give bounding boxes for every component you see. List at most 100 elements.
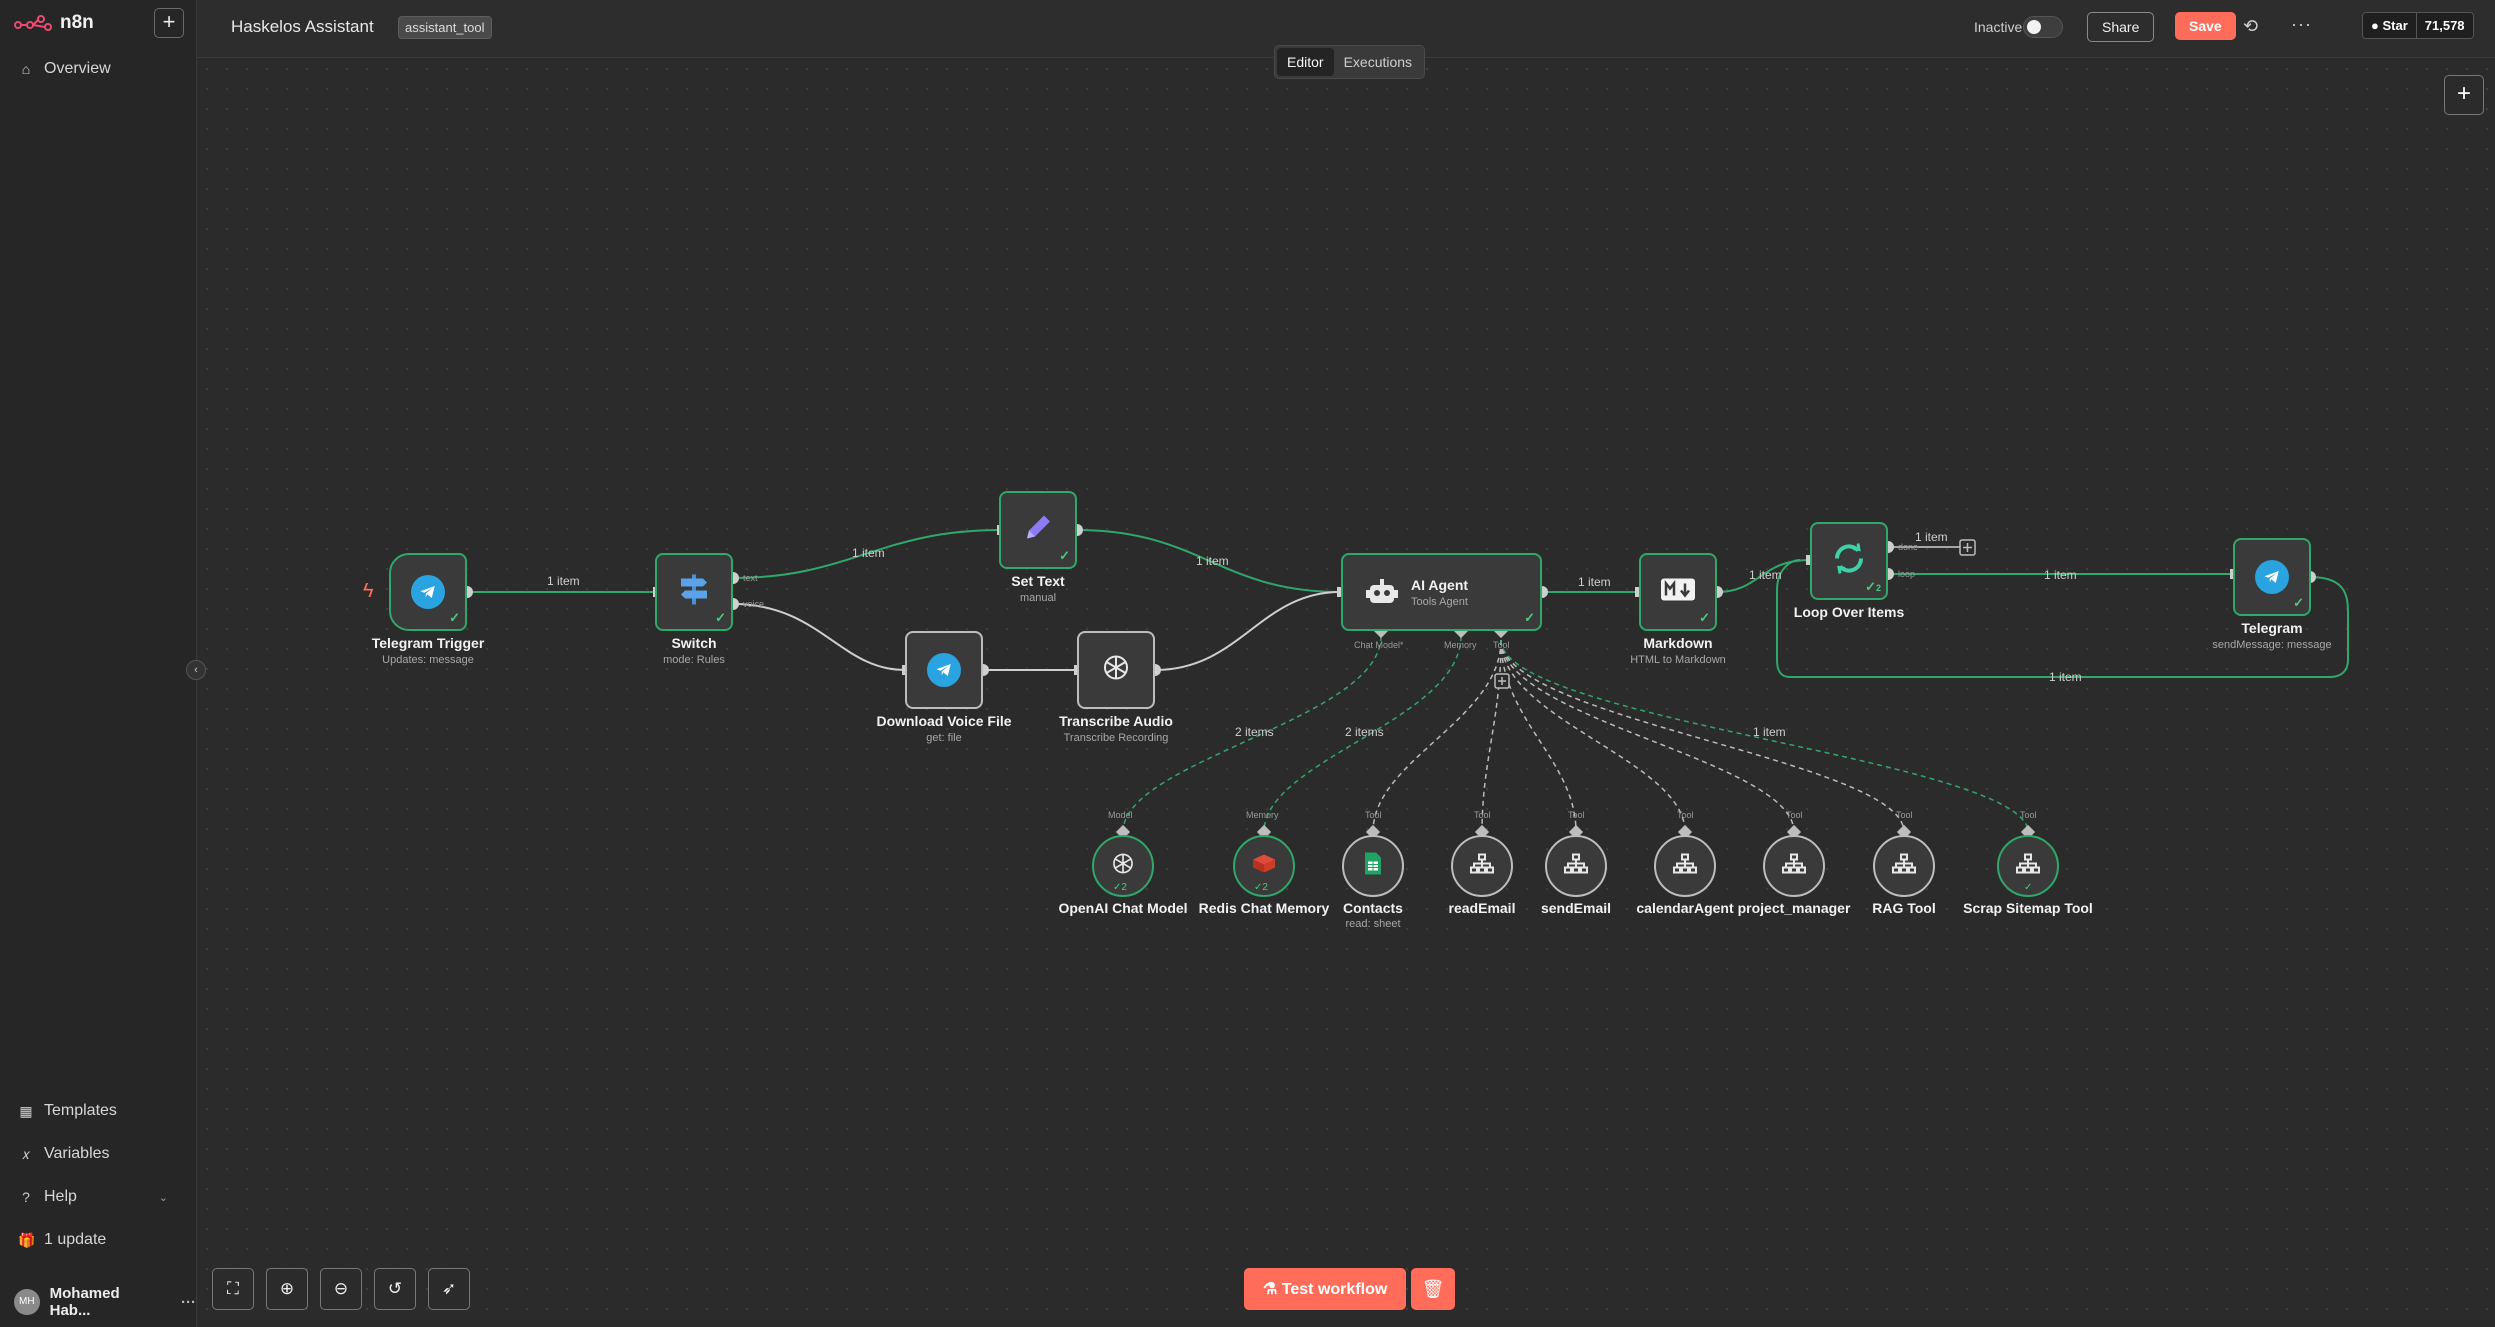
github-star-button[interactable]: ● Star 71,578 — [2362, 12, 2474, 39]
node-title: Transcribe Audio — [1059, 713, 1173, 729]
openai-icon — [1109, 850, 1137, 883]
zoom-in-icon[interactable]: ⊕ — [266, 1268, 308, 1310]
node-read-email[interactable] — [1451, 835, 1513, 897]
add-node-button[interactable]: + — [2444, 75, 2484, 115]
sidebar-item-label: Variables — [44, 1145, 110, 1162]
workflow-canvas[interactable] — [197, 59, 2495, 1327]
node-openai-chat-model[interactable]: ✓2 — [1092, 835, 1154, 897]
save-button[interactable]: Save — [2175, 12, 2236, 40]
sheets-icon — [1364, 852, 1382, 881]
workflow-name[interactable]: Haskelos Assistant — [231, 17, 374, 36]
app-name: n8n — [60, 12, 94, 33]
create-button[interactable]: + — [154, 8, 184, 38]
node-telegram-trigger[interactable]: ✓ — [389, 553, 467, 631]
node-markdown[interactable]: ✓ — [1639, 553, 1717, 631]
node-title: sendEmail — [1540, 900, 1612, 916]
port-label: Tool — [1896, 810, 1913, 820]
node-telegram[interactable]: ✓ — [2233, 538, 2311, 616]
workflow-tool-icon — [2016, 853, 2040, 879]
node-rag-tool[interactable] — [1873, 835, 1935, 897]
success-check-icon: ✓ — [1059, 548, 1070, 563]
active-toggle[interactable] — [2023, 16, 2063, 38]
zoom-out-icon[interactable]: ⊖ — [320, 1268, 362, 1310]
more-icon[interactable]: ··· — [181, 1293, 196, 1311]
tab-executions[interactable]: Executions — [1343, 54, 1413, 70]
node-subtitle: HTML to Markdown — [1630, 654, 1726, 666]
node-scrap-sitemap-tool[interactable]: ✓ — [1997, 835, 2059, 897]
delete-icon[interactable]: 🗑 — [1411, 1268, 1455, 1310]
success-check-icon: ✓ — [715, 610, 726, 625]
node-project-manager[interactable] — [1763, 835, 1825, 897]
edge-label: 2 items — [1345, 725, 1384, 739]
telegram-icon — [411, 575, 445, 609]
node-loop-over-items[interactable]: ✓2 — [1810, 522, 1888, 600]
node-set-text[interactable]: ✓ — [999, 491, 1077, 569]
sidebar-item-templates[interactable]: ▦ Templates — [18, 1102, 117, 1120]
node-title: Redis Chat Memory — [1198, 900, 1330, 916]
collapse-sidebar-icon[interactable]: ‹ — [186, 660, 206, 680]
success-check-icon: ✓ — [2293, 595, 2304, 610]
more-options-icon[interactable]: ··· — [2291, 14, 2312, 34]
sidebar: n8n + ⌂ Overview ▦ Templates 𝑥 Variables… — [0, 0, 197, 1327]
port-label: Tool — [2020, 810, 2037, 820]
node-download-voice-file[interactable] — [905, 631, 983, 709]
node-title: Set Text — [1011, 573, 1065, 589]
node-contacts[interactable] — [1342, 835, 1404, 897]
avatar: MH — [14, 1289, 40, 1315]
user-menu[interactable]: MH Mohamed Hab... ··· — [14, 1285, 196, 1319]
port-label: Model — [1108, 810, 1133, 820]
edge-label: 1 item — [1578, 575, 1611, 589]
node-title: calendarAgent — [1636, 900, 1734, 916]
switch-icon — [677, 573, 711, 612]
reset-zoom-icon[interactable]: ↺ — [374, 1268, 416, 1310]
openai-icon — [1099, 651, 1133, 690]
node-switch[interactable]: ✓ — [655, 553, 733, 631]
workflow-tag[interactable]: assistant_tool — [398, 16, 492, 39]
edge-label: 1 item — [1196, 554, 1229, 568]
sidebar-item-label: Templates — [44, 1102, 117, 1119]
port-label: Tool — [1493, 640, 1510, 650]
history-icon[interactable]: ⟲ — [2243, 16, 2259, 36]
sidebar-item-overview[interactable]: ⌂ Overview — [18, 60, 111, 78]
node-title: Contacts — [1343, 900, 1403, 916]
n8n-logo-icon — [14, 15, 52, 31]
node-transcribe-audio[interactable] — [1077, 631, 1155, 709]
share-button[interactable]: Share — [2087, 12, 2155, 42]
node-title: Download Voice File — [876, 713, 1012, 729]
workflow-tool-icon — [1892, 853, 1916, 879]
sidebar-item-variables[interactable]: 𝑥 Variables — [18, 1145, 110, 1163]
port-label: Tool — [1365, 810, 1382, 820]
tidy-up-icon[interactable]: ➶ — [428, 1268, 470, 1310]
github-icon: ● — [2371, 18, 2383, 33]
workflow-tool-icon — [1782, 853, 1806, 879]
node-redis-chat-memory[interactable]: ✓2 — [1233, 835, 1295, 897]
node-send-email[interactable] — [1545, 835, 1607, 897]
node-title: AI Agent — [1411, 577, 1469, 593]
success-check-icon: ✓2 — [1254, 882, 1268, 893]
telegram-icon — [927, 653, 961, 687]
node-title: Scrap Sitemap Tool — [1963, 900, 2093, 916]
port-label: loop — [1898, 569, 1916, 579]
sidebar-item-help[interactable]: ? Help ⌄ — [18, 1188, 168, 1206]
node-title: Telegram Trigger — [371, 635, 485, 651]
fit-view-icon[interactable]: ⛶ — [212, 1268, 254, 1310]
n8n-logo[interactable]: n8n — [14, 12, 94, 34]
pencil-icon — [1021, 511, 1055, 550]
gift-icon: 🎁 — [18, 1231, 36, 1248]
port-label: Tool — [1786, 810, 1803, 820]
refresh-icon — [1831, 541, 1867, 582]
node-subtitle: sendMessage: message — [2212, 639, 2332, 651]
port-label: text — [743, 573, 758, 583]
node-calendar-agent[interactable] — [1654, 835, 1716, 897]
node-ai-agent[interactable]: AI Agent Tools Agent ✓ — [1341, 553, 1542, 631]
tab-editor[interactable]: Editor — [1277, 48, 1334, 76]
github-star-count: 71,578 — [2416, 13, 2473, 38]
workflow-tool-icon — [1470, 853, 1494, 879]
node-subtitle: manual — [1019, 592, 1057, 604]
workflow-tool-icon — [1673, 853, 1697, 879]
sidebar-item-update[interactable]: 🎁 1 update — [18, 1231, 106, 1249]
edge-label: 1 item — [1749, 568, 1782, 582]
workflow-tool-icon — [1564, 853, 1588, 879]
canvas-controls: ⛶ ⊕ ⊖ ↺ ➶ — [212, 1268, 470, 1310]
test-workflow-button[interactable]: ⚗ Test workflow — [1244, 1268, 1407, 1310]
